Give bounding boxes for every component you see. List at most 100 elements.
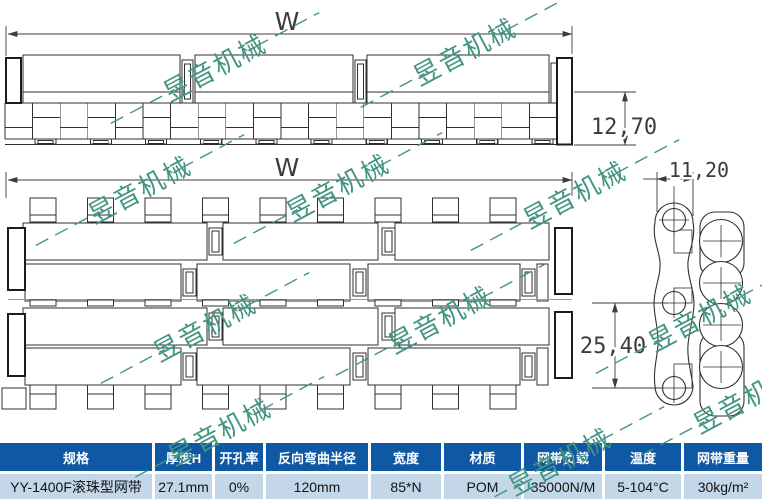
back-link-cap xyxy=(699,211,745,279)
hinge-tab-peek xyxy=(431,299,460,307)
value-cell-bend-radius: 120mm xyxy=(266,474,368,499)
ball-connector-inner xyxy=(524,355,533,378)
side-elevation-view xyxy=(4,54,574,146)
hinge-tab xyxy=(489,384,517,410)
hinge-tab-peek xyxy=(144,299,172,307)
watermark-tile: 昱音机械 xyxy=(35,133,245,247)
belt-module xyxy=(394,222,550,261)
hinge-tab xyxy=(489,197,517,223)
watermark-text: 昱音机械 xyxy=(409,12,522,91)
edge-cap-right xyxy=(553,310,574,380)
link-foot xyxy=(255,138,278,145)
watermark-tile: 昱音机械 xyxy=(360,0,570,109)
header-cell-material: 材质 xyxy=(444,443,521,471)
link-foot xyxy=(34,138,57,145)
ball-connector xyxy=(381,312,396,341)
spec-table-header-row: 规格 厚度H 开孔率 反向弯曲半径 宽度 材质 网带负载 温度 网带重量 xyxy=(0,443,762,471)
edge-cap-right xyxy=(553,226,574,296)
hinge-tab-peek xyxy=(316,299,345,307)
watermark-text: 昱音机械 xyxy=(384,280,497,359)
dim-label-pitch: 25,40 xyxy=(580,334,646,359)
watermark-layer: 昱音机械昱音机械昱音机械昱音机械昱音机械昱音机械昱音机械昱音机械昱音机械昱音机械… xyxy=(35,0,762,500)
header-cell-width: 宽度 xyxy=(371,443,441,471)
watermark-tile: 昱音机械 xyxy=(335,263,545,377)
ball-connector-inner xyxy=(211,315,220,338)
ball-connector-inner xyxy=(185,355,194,378)
value-cell-weight: 30kg/m² xyxy=(684,474,762,499)
back-link-cap xyxy=(699,331,745,417)
link-foot-inner xyxy=(148,140,164,145)
link-foot-inner xyxy=(479,140,496,145)
module-connector xyxy=(181,59,194,104)
roller-ball xyxy=(698,218,744,264)
header-cell-open-area: 开孔率 xyxy=(215,443,263,471)
watermark-text: 昱音机械 xyxy=(282,148,395,227)
hinge-tab xyxy=(316,197,345,223)
belt-module xyxy=(22,307,208,346)
link-plate-notch xyxy=(673,363,693,389)
hinge-tab-peek xyxy=(86,299,115,307)
ball-connector-inner xyxy=(384,315,393,338)
belt-module xyxy=(24,347,182,386)
belt-module xyxy=(394,307,550,346)
watermark-text: 昱音机械 xyxy=(149,288,262,367)
ball-connector xyxy=(182,352,197,381)
module-flange xyxy=(366,91,550,104)
dim-label-link-width: 11,20 xyxy=(669,158,729,182)
dimensions: W 12,70 W 25,40 11,20 xyxy=(5,5,732,389)
belt-module xyxy=(196,263,351,302)
watermark-tile: 昱音机械 xyxy=(110,11,320,125)
ball-connector xyxy=(208,227,223,256)
roller-ball xyxy=(698,344,744,390)
link-foot-inner xyxy=(534,140,551,145)
header-cell-load: 网带负载 xyxy=(524,443,602,471)
spec-table-value-row: YY-1400F滚珠型网带 27.1mm 0% 120mm 85*N POM 3… xyxy=(0,474,762,499)
header-cell-thickness: 厚度H xyxy=(155,443,212,471)
ball-connector xyxy=(182,268,197,297)
value-cell-open-area: 0% xyxy=(215,474,263,499)
hinge-tab xyxy=(86,197,115,223)
watermark-tile: 昱音机械 xyxy=(233,131,443,245)
link-foot xyxy=(200,138,223,145)
watermark-text: 昱音机械 xyxy=(644,278,757,357)
module-connector xyxy=(354,59,367,104)
hinge-tab xyxy=(374,384,402,410)
ball-connector-inner xyxy=(211,230,220,253)
module-flange xyxy=(22,91,181,104)
spec-table: 规格 厚度H 开孔率 反向弯曲半径 宽度 材质 网带负载 温度 网带重量 YY-… xyxy=(0,443,762,499)
hinge-tab xyxy=(431,197,460,223)
header-cell-spec: 规格 xyxy=(0,443,152,471)
edge-cap-left xyxy=(4,56,23,105)
belt-module xyxy=(22,222,208,261)
hinge-tab xyxy=(144,384,172,410)
edge-cap-left xyxy=(6,226,27,292)
watermark-text: 昱音机械 xyxy=(84,150,197,229)
link-foot-inner xyxy=(203,140,220,145)
header-cell-weight: 网带重量 xyxy=(684,443,762,471)
hinge-tab xyxy=(316,384,345,410)
plan-view xyxy=(1,197,574,410)
module-flange xyxy=(194,91,354,104)
header-cell-temperature: 温度 xyxy=(605,443,681,471)
hinge-tab xyxy=(144,197,172,223)
link-foot-inner xyxy=(258,140,275,145)
value-cell-width: 85*N xyxy=(371,474,441,499)
ball-connector-inner xyxy=(355,271,364,294)
watermark-tile: 昱音机械 xyxy=(100,271,310,385)
hinge-tab-peek xyxy=(29,299,57,307)
ball-connector xyxy=(352,268,367,297)
belt-module xyxy=(367,263,521,302)
dim-label-width-top: W xyxy=(275,7,300,36)
hinge-tab xyxy=(201,197,230,223)
module-top xyxy=(22,54,181,93)
ball-connector xyxy=(381,227,396,256)
hinge-tab xyxy=(259,197,287,223)
value-cell-thickness: 27.1mm xyxy=(155,474,212,499)
hinge-tab xyxy=(201,384,230,410)
hinge-tab xyxy=(259,384,287,410)
ball-connector-inner xyxy=(185,271,194,294)
belt-module xyxy=(222,222,379,261)
hinge-tab xyxy=(86,384,115,410)
watermark-text: 昱音机械 xyxy=(519,155,632,234)
